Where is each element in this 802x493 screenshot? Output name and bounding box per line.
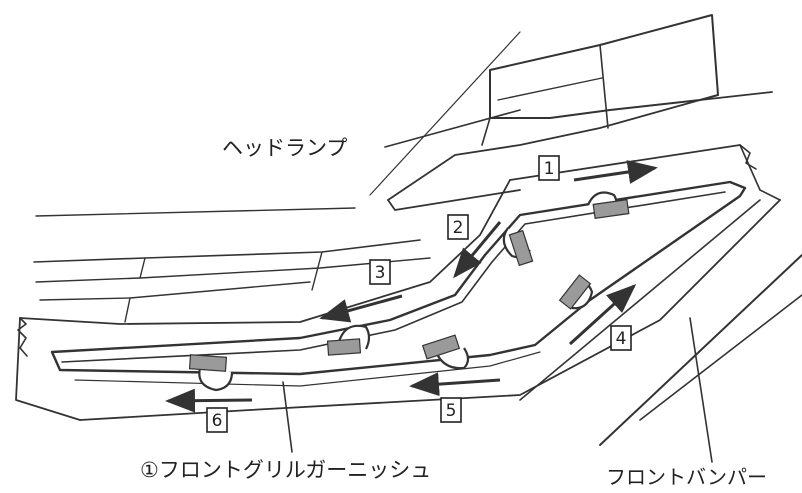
- step-5-arrow: [409, 372, 501, 397]
- front-grille-garnish: [50, 180, 747, 387]
- garnish-label: ①フロントグリルガーニッシュ: [140, 458, 431, 482]
- clip-4: [558, 274, 594, 310]
- clip-6: [188, 354, 234, 392]
- headlamp: [369, 14, 773, 211]
- headlamp-label: ヘッドランプ: [222, 136, 347, 160]
- step-6-arrow: [165, 388, 253, 413]
- clip-2: [502, 227, 534, 267]
- step-5-number: 5: [446, 401, 457, 421]
- step-2-badge: 2: [447, 214, 469, 240]
- bumper-label: フロントバンパー: [606, 465, 767, 489]
- step-1-badge: 1: [538, 155, 560, 181]
- masking-tape-strip: [15, 144, 781, 421]
- hood-edge-line: [35, 207, 356, 217]
- step-3-badge: 3: [369, 259, 391, 285]
- step-6-badge: 6: [206, 407, 228, 433]
- clip-3: [326, 324, 371, 356]
- step-3-arrow: [319, 294, 403, 323]
- step-4-badge: 4: [610, 325, 632, 351]
- clip-1: [586, 191, 630, 219]
- step-5-badge: 5: [440, 397, 462, 423]
- step-1-number: 1: [544, 159, 555, 179]
- step-2-arrow: [453, 221, 502, 279]
- headlamp-leader-line: [384, 109, 521, 148]
- clip-5: [421, 334, 470, 370]
- bumper-leader-line: [689, 317, 713, 463]
- step-4-number: 4: [616, 329, 627, 349]
- step-4-arrow: [568, 283, 637, 346]
- step-2-number: 2: [453, 218, 464, 238]
- step-6-number: 6: [212, 411, 223, 431]
- step-3-number: 3: [375, 263, 386, 283]
- front-bumper-outline: [519, 199, 802, 446]
- garnish-leader-line: [282, 381, 293, 453]
- step-1-arrow: [573, 160, 658, 184]
